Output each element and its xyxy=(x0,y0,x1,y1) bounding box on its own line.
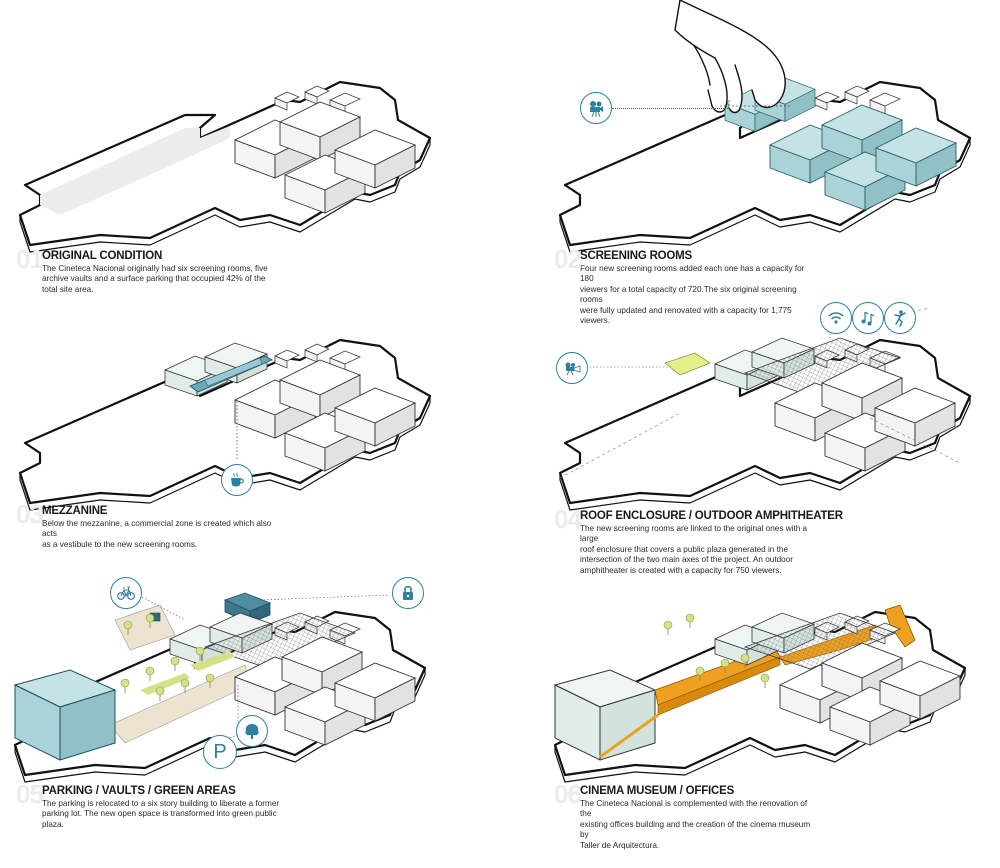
description-line: Four new screening rooms added each one … xyxy=(580,264,805,284)
panel-original-condition: 01 ORIGINAL CONDITION The Cineteca Nacio… xyxy=(0,10,480,295)
description-line: existing offices building and the creati… xyxy=(580,819,811,840)
panel-description: The parking is relocated to a six story … xyxy=(42,799,282,830)
description-line: viewers for a total capacity of 720.The … xyxy=(580,284,797,305)
film-camera-icon xyxy=(580,92,612,124)
step-number: 03 xyxy=(16,499,44,529)
caption-original-condition: 01 ORIGINAL CONDITION The Cineteca Nacio… xyxy=(16,244,282,295)
panel-title: CINEMA MUSEUM / OFFICES xyxy=(580,785,735,797)
diagram-original-condition xyxy=(18,80,432,254)
music-notes-icon xyxy=(852,302,884,334)
description-line: amphitheater is created with a capacity … xyxy=(580,565,782,575)
description-line: Below the mezzanine, a commercial zone i… xyxy=(42,519,272,539)
description-line: archive vaults and a surface parking tha… xyxy=(42,274,266,284)
coffee-cup-icon xyxy=(221,464,253,496)
caption-cinema-museum: 06 CINEMA MUSEUM / OFFICES The Cineteca … xyxy=(554,779,820,851)
description-line: The Cineteca Nacional originally had six… xyxy=(42,264,268,273)
wifi-icon xyxy=(820,302,852,334)
description-line: as a vestibule to the new screening room… xyxy=(42,539,198,549)
leader-line xyxy=(612,108,730,109)
description-line: The new screening rooms are linked to th… xyxy=(580,524,808,544)
parking-icon: P xyxy=(203,735,237,769)
panel-description: The Cineteca Nacional originally had six… xyxy=(42,264,282,295)
hand-illustration xyxy=(674,0,786,114)
caption-screening-rooms: 02 SCREENING ROOMS Four new screening ro… xyxy=(554,244,820,326)
panel-title: SCREENING ROOMS xyxy=(580,250,693,262)
panel-description: Four new screening rooms added each one … xyxy=(580,264,820,326)
panel-screening-rooms: 02 SCREENING ROOMS Four new screening ro… xyxy=(540,0,1000,325)
step-number: 05 xyxy=(16,779,44,809)
description-line: parking lot. The new open space is trans… xyxy=(42,809,277,819)
step-number: 06 xyxy=(554,779,582,809)
bicycle-icon xyxy=(110,577,142,609)
panel-title: ROOF ENCLOSURE / OUTDOOR AMPHITHEATER xyxy=(580,510,843,522)
panel-description: The Cineteca Nacional is complemented wi… xyxy=(580,799,820,851)
panel-roof-enclosure: 04 ROOF ENCLOSURE / OUTDOOR AMPHITHEATER… xyxy=(540,268,1000,575)
caption-mezzanine: 03 MEZZANINE Below the mezzanine, a comm… xyxy=(16,499,282,550)
description-line: plaza. xyxy=(42,819,64,829)
description-line: Taller de Arquitectura. xyxy=(580,840,660,850)
diagram-cinema-museum xyxy=(553,604,967,784)
caption-roof-enclosure: 04 ROOF ENCLOSURE / OUTDOOR AMPHITHEATER… xyxy=(554,504,843,576)
step-number: 02 xyxy=(554,244,582,274)
diagram-screening-rooms xyxy=(558,0,972,254)
dancer-icon xyxy=(884,302,916,334)
panel-title: ORIGINAL CONDITION xyxy=(42,250,163,262)
description-line: total site area. xyxy=(42,284,94,294)
panel-title: PARKING / VAULTS / GREEN AREAS xyxy=(42,785,236,797)
panel-description: The new screening rooms are linked to th… xyxy=(580,524,820,576)
diagram-mezzanine xyxy=(18,338,432,512)
diagram-parking-vaults xyxy=(13,592,427,784)
panel-title: MEZZANINE xyxy=(42,505,108,517)
panel-parking-vaults: P 05 PARKING / VAULTS / GREEN AREAS The … xyxy=(0,565,480,850)
panel-cinema-museum: 06 CINEMA MUSEUM / OFFICES The Cineteca … xyxy=(540,565,1000,850)
tree-icon xyxy=(236,715,268,747)
projector-icon xyxy=(556,352,588,384)
lock-icon xyxy=(392,577,424,609)
description-line: The parking is relocated to a six story … xyxy=(42,799,280,808)
description-line: intersection of the two main axes of the… xyxy=(580,555,793,565)
panel-description: Below the mezzanine, a commercial zone i… xyxy=(42,519,282,550)
description-line: were fully updated and renovated with a … xyxy=(580,305,792,326)
description-line: roof enclosure that covers a public plaz… xyxy=(580,544,789,554)
description-line: The Cineteca Nacional is complemented wi… xyxy=(580,799,808,819)
parking-letter: P xyxy=(213,740,227,763)
step-number: 04 xyxy=(554,504,582,534)
caption-parking-vaults: 05 PARKING / VAULTS / GREEN AREAS The pa… xyxy=(16,779,282,830)
step-number: 01 xyxy=(16,244,44,274)
panel-mezzanine: 03 MEZZANINE Below the mezzanine, a comm… xyxy=(0,268,480,553)
diagram-roof-enclosure xyxy=(558,307,972,512)
